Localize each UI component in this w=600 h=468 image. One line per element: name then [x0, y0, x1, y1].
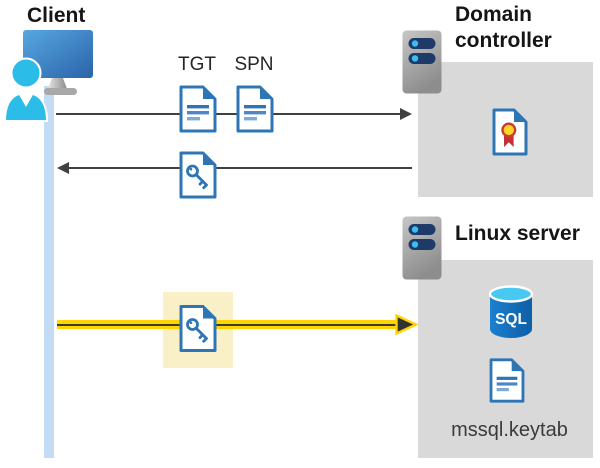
sql-database-icon: SQL — [487, 284, 535, 339]
request-arrow-head — [400, 108, 412, 120]
spn-label: SPN — [234, 54, 274, 75]
keytab-document-icon — [488, 357, 526, 404]
response-arrow-line — [68, 167, 412, 169]
keytab-label: mssql.keytab — [451, 419, 568, 441]
response-arrow-head — [57, 162, 69, 174]
spn-document-icon — [235, 84, 275, 134]
domain-controller-server-icon — [402, 30, 442, 94]
linux-server-label: Linux server — [455, 222, 580, 245]
tgt-document-icon — [178, 84, 218, 134]
client-lifeline — [44, 86, 54, 458]
domain-controller-label: Domain controller — [455, 3, 552, 52]
monitor-icon — [23, 30, 93, 95]
kerberos-ticket-key-icon — [178, 303, 218, 354]
client-label: Client — [27, 4, 86, 27]
sql-connection-arrow-core — [57, 323, 397, 326]
ticket-key-document-icon — [178, 150, 218, 200]
certificate-icon — [491, 107, 529, 157]
tgt-label: TGT — [178, 54, 216, 75]
client-icon — [2, 28, 102, 122]
user-icon — [3, 57, 49, 122]
sql-label: SQL — [495, 311, 527, 328]
sql-connection-arrow-head — [395, 314, 418, 335]
request-arrow-line — [56, 113, 402, 115]
linux-server-icon — [402, 216, 442, 280]
